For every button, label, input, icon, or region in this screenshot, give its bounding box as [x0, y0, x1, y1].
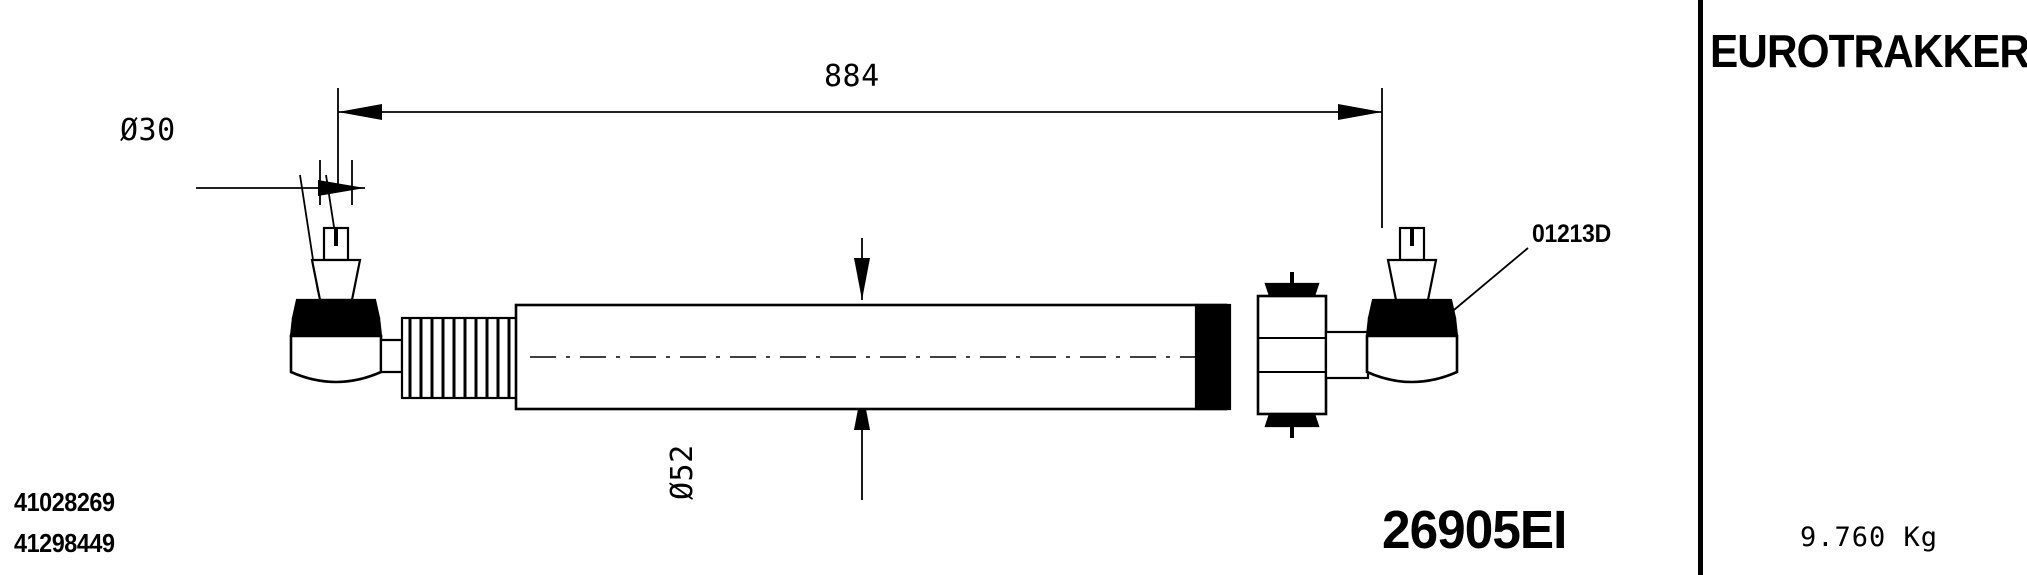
dimension-line-884 — [337, 88, 1383, 228]
oem-number-2: 41298449 — [14, 528, 115, 558]
callout-label-01213d: 01213D — [1532, 220, 1611, 248]
dimension-label-dia52: Ø52 — [665, 444, 700, 500]
vehicle-model-title: EUROTRAKKER — [1710, 25, 2027, 77]
panel-divider-left — [1698, 0, 1703, 575]
right-ball-joint — [1365, 226, 1459, 384]
dimension-label-884: 884 — [824, 59, 880, 94]
dimension-label-dia30: Ø30 — [120, 113, 176, 148]
main-tube — [514, 303, 1232, 411]
left-ball-joint — [289, 226, 404, 384]
threaded-shank — [400, 316, 522, 400]
oem-number-1: 41028269 — [14, 487, 115, 517]
weight-label: 9.760 Kg — [1800, 522, 1939, 553]
part-code-label: 26905EI — [1382, 500, 1567, 560]
clamp-block — [1256, 272, 1370, 438]
